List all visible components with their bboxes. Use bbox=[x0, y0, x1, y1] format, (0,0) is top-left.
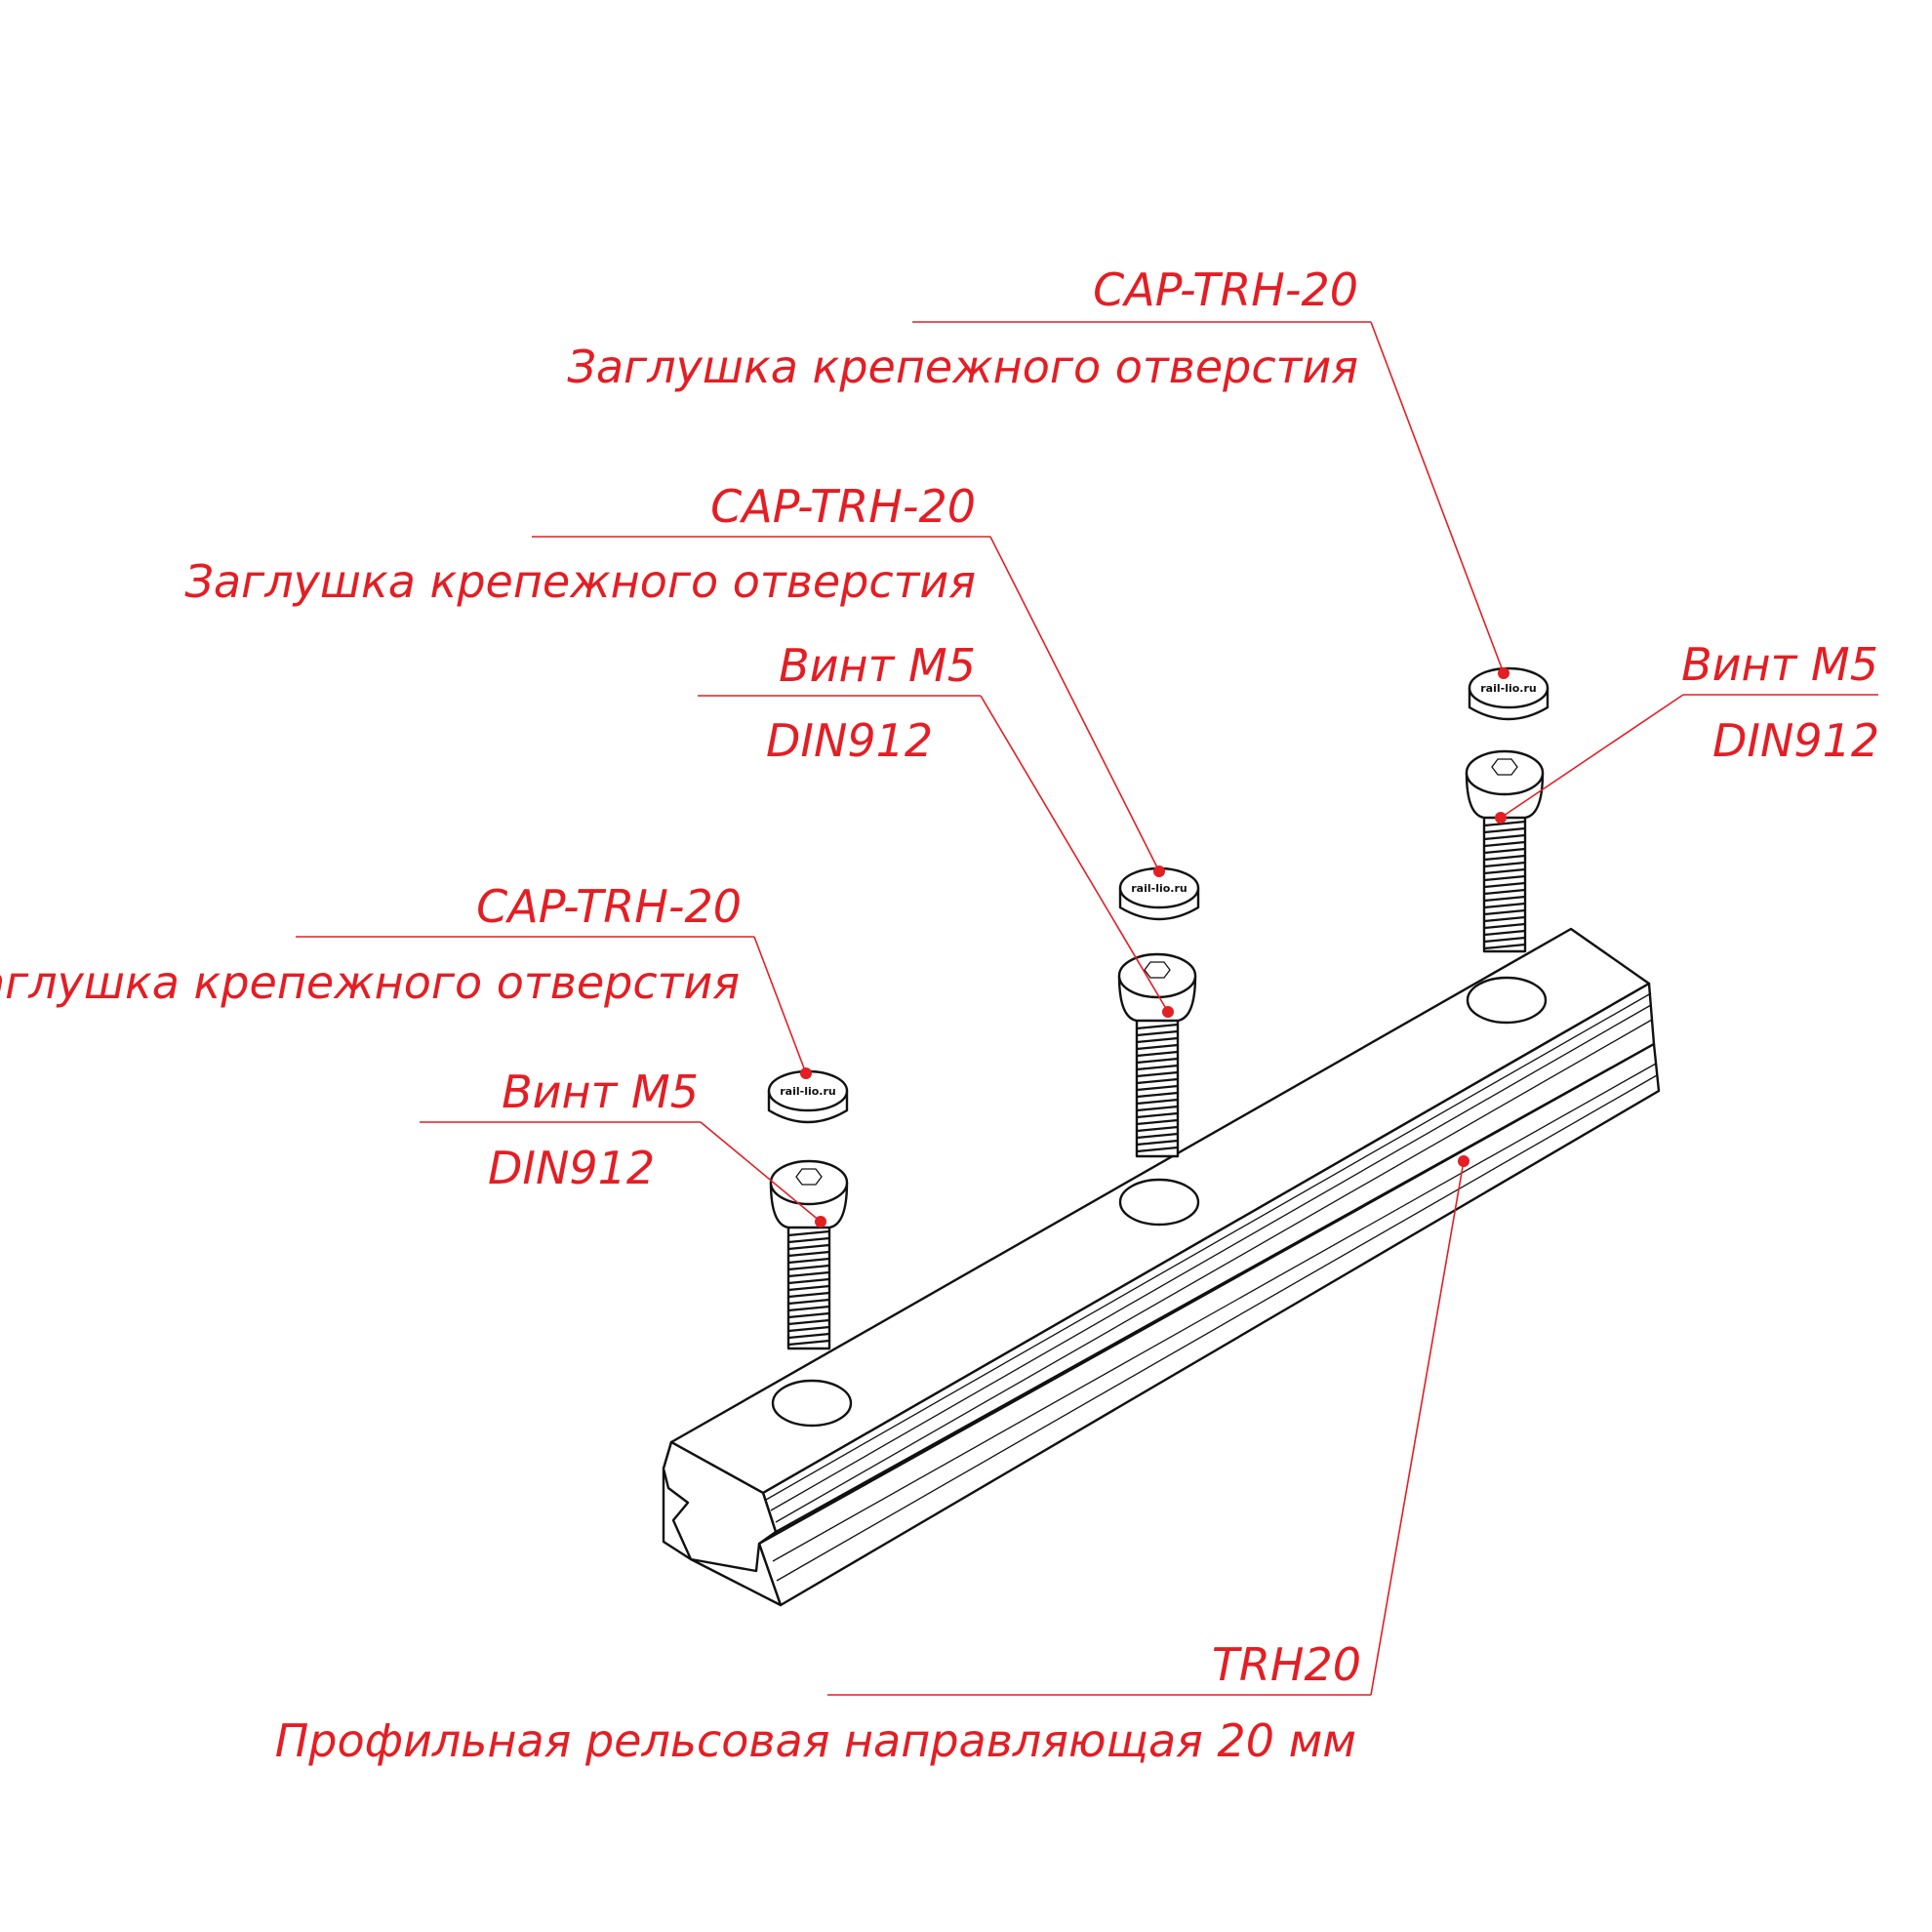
thread-line bbox=[1483, 881, 1526, 889]
callout-code: CAP-TRH-20 bbox=[710, 480, 976, 533]
thread-line bbox=[1483, 833, 1526, 841]
thread-line bbox=[787, 1277, 830, 1285]
callout-desc: Заглушка крепежного отверстия bbox=[0, 956, 740, 1009]
thread-line bbox=[1136, 1132, 1179, 1140]
thread-line bbox=[1136, 1084, 1179, 1092]
thread-line bbox=[1136, 1111, 1179, 1119]
callout-code: TRH20 bbox=[1212, 1638, 1361, 1691]
thread-line bbox=[787, 1243, 830, 1251]
thread-line bbox=[1483, 820, 1526, 827]
callout-screw-right: Винт М5 DIN912 bbox=[1495, 638, 1879, 824]
callout-desc: Заглушка крепежного отверстия bbox=[184, 555, 976, 608]
cap-mid: rail-lio.ru bbox=[1118, 866, 1200, 921]
mount-hole-1 bbox=[771, 1379, 853, 1428]
cap-right: rail-lio.ru bbox=[1468, 666, 1550, 721]
thread-line bbox=[787, 1318, 830, 1326]
callout-code: Винт М5 bbox=[779, 639, 976, 692]
thread-line bbox=[1483, 854, 1526, 862]
callout-desc: DIN912 bbox=[766, 714, 933, 767]
thread-line bbox=[787, 1291, 830, 1299]
screw-right bbox=[1465, 749, 1545, 953]
thread-line bbox=[1483, 936, 1526, 944]
callout-code: Винт М5 bbox=[1681, 638, 1878, 691]
thread-line bbox=[787, 1229, 830, 1237]
thread-line bbox=[1136, 1036, 1179, 1044]
thread-line bbox=[787, 1298, 830, 1306]
callout-cap-mid: CAP-TRH-20 Заглушка крепежного отверстия bbox=[184, 480, 1165, 877]
thread-line bbox=[1483, 908, 1526, 916]
thread-line bbox=[1136, 1064, 1179, 1071]
thread-line bbox=[1136, 1043, 1179, 1051]
thread-line bbox=[1136, 1105, 1179, 1112]
thread-line bbox=[787, 1339, 830, 1347]
thread-line bbox=[1483, 922, 1526, 930]
thread-line bbox=[1483, 943, 1526, 950]
thread-line bbox=[787, 1250, 830, 1258]
cap-brand-text: rail-lio.ru bbox=[1480, 682, 1537, 695]
callout-desc: DIN912 bbox=[1712, 714, 1879, 767]
thread-line bbox=[1483, 902, 1526, 909]
thread-line bbox=[1136, 1098, 1179, 1106]
thread-line bbox=[1483, 895, 1526, 903]
callout-rail: TRH20 Профильная рельсовая направляющая … bbox=[275, 1155, 1469, 1767]
callout-code: CAP-TRH-20 bbox=[1093, 263, 1358, 316]
thread-line bbox=[1136, 1057, 1179, 1065]
thread-line bbox=[1136, 1146, 1179, 1153]
thread-line bbox=[787, 1311, 830, 1319]
screw-left bbox=[769, 1159, 849, 1350]
thread-line bbox=[1483, 915, 1526, 923]
cap-left: rail-lio.ru bbox=[767, 1069, 849, 1124]
thread-line bbox=[1136, 1118, 1179, 1126]
callout-desc: Заглушка крепежного отверстия bbox=[567, 341, 1358, 393]
thread-line bbox=[1136, 1139, 1179, 1147]
thread-line bbox=[787, 1264, 830, 1271]
callout-code: CAP-TRH-20 bbox=[476, 880, 742, 933]
thread-line bbox=[1136, 1077, 1179, 1085]
thread-line bbox=[1483, 826, 1526, 834]
thread-line bbox=[1483, 861, 1526, 868]
thread-line bbox=[1136, 1050, 1179, 1058]
mount-hole-3 bbox=[1466, 976, 1548, 1025]
thread-line bbox=[787, 1284, 830, 1292]
callout-screw-left: Винт М5 DIN912 bbox=[420, 1066, 826, 1228]
cap-brand-text: rail-lio.ru bbox=[1131, 882, 1187, 895]
thread-line bbox=[787, 1305, 830, 1312]
thread-line bbox=[1483, 847, 1526, 855]
thread-line bbox=[1483, 867, 1526, 875]
screw-mid bbox=[1117, 952, 1197, 1158]
thread-line bbox=[1136, 1029, 1179, 1037]
thread-line bbox=[1483, 840, 1526, 848]
callout-code: Винт М5 bbox=[502, 1066, 699, 1118]
thread-line bbox=[787, 1257, 830, 1265]
thread-line bbox=[1136, 1125, 1179, 1133]
rail-trh20 bbox=[662, 927, 1661, 1607]
thread-line bbox=[787, 1270, 830, 1278]
thread-line bbox=[1136, 1091, 1179, 1099]
thread-line bbox=[1136, 1023, 1179, 1030]
callout-desc: DIN912 bbox=[488, 1142, 655, 1194]
callout-cap-left: CAP-TRH-20 Заглушка крепежного отверстия bbox=[0, 880, 812, 1079]
callout-desc: Профильная рельсовая направляющая 20 мм bbox=[275, 1714, 1356, 1767]
callout-screw-mid: Винт М5 DIN912 bbox=[698, 639, 1174, 1018]
thread-line bbox=[787, 1332, 830, 1340]
thread-line bbox=[1483, 929, 1526, 937]
thread-line bbox=[787, 1236, 830, 1244]
cap-brand-text: rail-lio.ru bbox=[780, 1085, 836, 1098]
thread-line bbox=[1483, 874, 1526, 882]
thread-line bbox=[1483, 888, 1526, 896]
callout-cap-top: CAP-TRH-20 Заглушка крепежного отверстия bbox=[567, 263, 1509, 679]
thread-line bbox=[1136, 1070, 1179, 1078]
mount-hole-2 bbox=[1118, 1178, 1200, 1227]
thread-line bbox=[787, 1325, 830, 1333]
